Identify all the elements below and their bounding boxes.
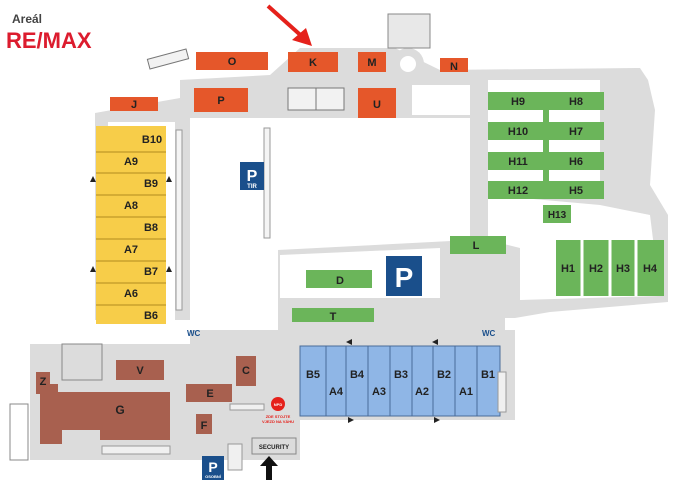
label-J: J: [131, 99, 137, 111]
loading-hatch-strips: [175, 127, 271, 311]
notice-scale-entrance: VJEZD NA VÁHU: [262, 419, 294, 424]
building-J: [110, 97, 158, 111]
building-N: [440, 58, 468, 72]
label-N: N: [450, 61, 458, 73]
gatehouse: [387, 13, 431, 49]
label-C: C: [242, 365, 250, 377]
side-direction-arrows: [90, 176, 172, 272]
svg-text:P: P: [247, 168, 258, 185]
label-A2: A2: [415, 386, 429, 398]
building-O: [196, 52, 268, 70]
label-A7: A7: [124, 244, 138, 256]
label-L: L: [473, 240, 480, 252]
label-A9: A9: [124, 156, 138, 168]
label-F: F: [201, 420, 208, 432]
green-building-dividers: [580, 240, 638, 296]
blue-block: [299, 345, 501, 417]
parking-sign-large: P: [386, 256, 422, 296]
label-E: E: [206, 388, 213, 400]
label-B5: B5: [306, 369, 320, 381]
blue-block-arrows: [346, 339, 440, 423]
label-wc-right: WC: [482, 329, 496, 338]
label-G: G: [115, 403, 124, 417]
parking-tir-sign: P TIR: [240, 162, 264, 190]
svg-text:P: P: [208, 459, 217, 475]
label-H4: H4: [643, 263, 658, 275]
label-M: M: [367, 57, 376, 69]
building-K: [288, 52, 338, 72]
label-H9: H9: [511, 96, 525, 108]
label-B1: B1: [481, 369, 495, 381]
label-Z: Z: [40, 376, 47, 388]
svg-text:SECURITY: SECURITY: [259, 445, 289, 451]
brown-buildings: [36, 356, 256, 444]
logo-areal-text: Areál: [12, 12, 43, 26]
label-H6: H6: [569, 156, 583, 168]
roundabout-center: [400, 56, 416, 72]
label-T: T: [330, 311, 337, 323]
label-B10: B10: [142, 134, 162, 146]
label-H3: H3: [616, 263, 630, 275]
bottom-hatch-strips: [101, 371, 507, 471]
label-V: V: [136, 365, 144, 377]
label-A8: A8: [124, 200, 138, 212]
label-H7: H7: [569, 126, 583, 138]
orange-buildings: [110, 52, 468, 118]
svg-text:OSOBNÍ: OSOBNÍ: [205, 474, 222, 479]
label-H2: H2: [589, 263, 603, 275]
parking-osobni-sign: P OSOBNÍ: [202, 456, 224, 480]
label-B6: B6: [144, 310, 158, 322]
no-entry-sign: NPD ZDE STOJTE VJEZD NA VÁHU: [262, 397, 294, 424]
pointer-arrow-icon: [266, 4, 312, 46]
building-P-orange: [194, 88, 248, 112]
label-H12: H12: [508, 185, 528, 197]
label-B2: B2: [437, 369, 451, 381]
label-B9: B9: [144, 178, 158, 190]
label-O: O: [228, 56, 237, 68]
hatched-structures: [146, 48, 345, 111]
building-U: [358, 88, 396, 118]
label-B4: B4: [350, 369, 365, 381]
label-wc-left: WC: [187, 329, 201, 338]
label-A1: A1: [459, 386, 473, 398]
label-H10: H10: [508, 126, 528, 138]
label-A3: A3: [372, 386, 386, 398]
label-D: D: [336, 275, 344, 287]
label-B8: B8: [144, 222, 158, 234]
security-booth: SECURITY: [251, 437, 297, 455]
outline-structures: [9, 343, 103, 461]
svg-text:TIR: TIR: [247, 184, 257, 190]
label-U: U: [373, 99, 381, 111]
label-H5: H5: [569, 185, 583, 197]
yellow-block: [96, 126, 166, 324]
remax-logo: RE/MAX: [6, 28, 92, 53]
label-B7: B7: [144, 266, 158, 278]
notice-stop-here: ZDE STOJTE: [266, 414, 291, 419]
entrance-arrow-icon: [260, 456, 278, 480]
label-H8: H8: [569, 96, 583, 108]
svg-text:P: P: [395, 262, 414, 293]
building-M: [358, 52, 386, 72]
label-A6: A6: [124, 288, 138, 300]
label-K: K: [309, 57, 317, 69]
svg-text:NPD: NPD: [274, 402, 283, 407]
label-H13: H13: [548, 210, 567, 221]
label-P-orange: P: [217, 95, 224, 107]
label-B3: B3: [394, 369, 408, 381]
label-H1: H1: [561, 263, 575, 275]
label-H11: H11: [508, 156, 528, 168]
label-A4: A4: [329, 386, 344, 398]
